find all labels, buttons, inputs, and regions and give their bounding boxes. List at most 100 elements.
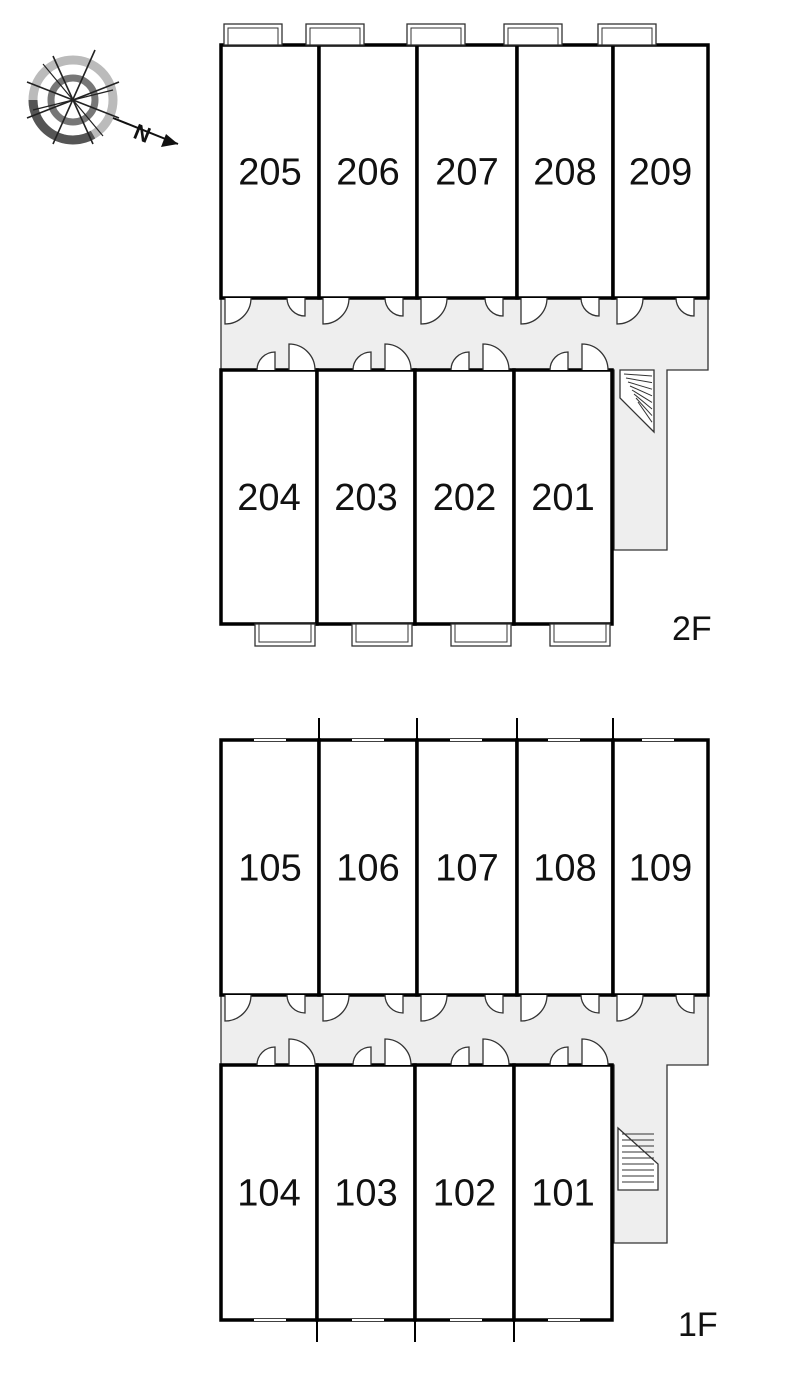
balcony — [450, 623, 512, 647]
door-icon — [549, 1046, 569, 1066]
door-icon — [580, 297, 600, 317]
door-icon — [482, 1038, 510, 1066]
door-icon — [420, 994, 448, 1022]
room-outline — [611, 43, 710, 300]
room: 201 — [512, 368, 614, 626]
door-icon — [580, 994, 600, 1014]
room-outline — [219, 738, 321, 997]
stair-step — [637, 401, 653, 423]
room: 205 — [219, 43, 321, 300]
door-icon — [224, 297, 252, 325]
room: 206 — [317, 43, 419, 300]
door-icon — [384, 343, 412, 371]
stair-step — [629, 385, 653, 397]
room: 108 — [515, 738, 615, 997]
door-icon — [520, 297, 548, 325]
door-icon — [420, 297, 448, 325]
room: 203 — [315, 368, 417, 626]
room-number: 206 — [336, 152, 399, 194]
door-icon — [549, 351, 569, 371]
floor-label: 1F — [678, 1306, 718, 1344]
room-number: 207 — [435, 152, 498, 194]
room-number: 109 — [629, 848, 692, 890]
floor-1f: 105 106 107 108 109 104 103 102 101 1F — [219, 718, 718, 1344]
stair-step — [627, 381, 653, 390]
door-icon — [286, 297, 306, 317]
door-icon — [484, 297, 504, 317]
balcony — [597, 23, 657, 46]
room-number: 107 — [435, 848, 498, 890]
door-icon — [520, 994, 548, 1022]
staircase — [619, 369, 655, 434]
door-icon — [616, 297, 644, 325]
door-icon — [384, 1038, 412, 1066]
balcony — [549, 623, 611, 647]
door-icon — [484, 994, 504, 1014]
stair-step — [635, 397, 653, 416]
room-number: 108 — [533, 848, 596, 890]
room-number: 103 — [334, 1173, 397, 1215]
door-icon — [288, 343, 316, 371]
room: 107 — [415, 738, 519, 997]
balcony — [503, 23, 563, 46]
compass-icon: N — [26, 49, 179, 148]
balcony — [305, 23, 365, 46]
balcony — [351, 623, 413, 647]
door-icon — [256, 1046, 276, 1066]
staircase — [617, 1126, 659, 1191]
room: 209 — [611, 43, 710, 300]
room: 106 — [317, 738, 419, 997]
room: 105 — [219, 738, 321, 997]
balcony — [254, 623, 316, 647]
room-number: 209 — [629, 152, 692, 194]
room-number: 105 — [238, 848, 301, 890]
room-number: 102 — [433, 1173, 496, 1215]
north-label: N — [130, 119, 154, 148]
door-icon — [224, 994, 252, 1022]
door-icon — [288, 1038, 316, 1066]
door-icon — [616, 994, 644, 1022]
room-outline — [413, 368, 516, 626]
room-number: 205 — [238, 152, 301, 194]
room-number: 104 — [237, 1173, 300, 1215]
door-icon — [322, 297, 350, 325]
balcony — [406, 23, 466, 46]
room-number: 101 — [531, 1173, 594, 1215]
stair-step — [631, 389, 653, 403]
room: 204 — [219, 368, 319, 626]
room: 109 — [611, 738, 710, 997]
door-icon — [675, 994, 695, 1014]
door-icon — [286, 994, 306, 1014]
stair-step — [625, 377, 653, 384]
door-icon — [482, 343, 510, 371]
stair-step — [633, 393, 653, 410]
room: 208 — [515, 43, 615, 300]
room-outline — [415, 738, 519, 997]
room-outline — [317, 43, 419, 300]
door-icon — [450, 351, 470, 371]
door-icon — [352, 351, 372, 371]
door-icon — [581, 1038, 609, 1066]
door-icon — [256, 351, 276, 371]
room: 202 — [413, 368, 516, 626]
room-outline — [415, 43, 519, 300]
balcony — [223, 23, 283, 46]
door-icon — [352, 1046, 372, 1066]
door-icon — [384, 297, 404, 317]
room: 102 — [413, 1063, 516, 1322]
room-number: 201 — [531, 477, 594, 519]
door-icon — [450, 1046, 470, 1066]
room-number: 202 — [433, 477, 496, 519]
floor-2f: 205 206 207 208 209 204 203 202 201 2F — [219, 23, 712, 648]
room: 104 — [219, 1063, 319, 1322]
stair-step — [623, 373, 653, 377]
room-number: 204 — [237, 477, 300, 519]
floor-label: 2F — [672, 610, 712, 648]
room-number: 106 — [336, 848, 399, 890]
door-icon — [384, 994, 404, 1014]
door-icon — [322, 994, 350, 1022]
door-icon — [581, 343, 609, 371]
room: 207 — [415, 43, 519, 300]
room: 103 — [315, 1063, 417, 1322]
